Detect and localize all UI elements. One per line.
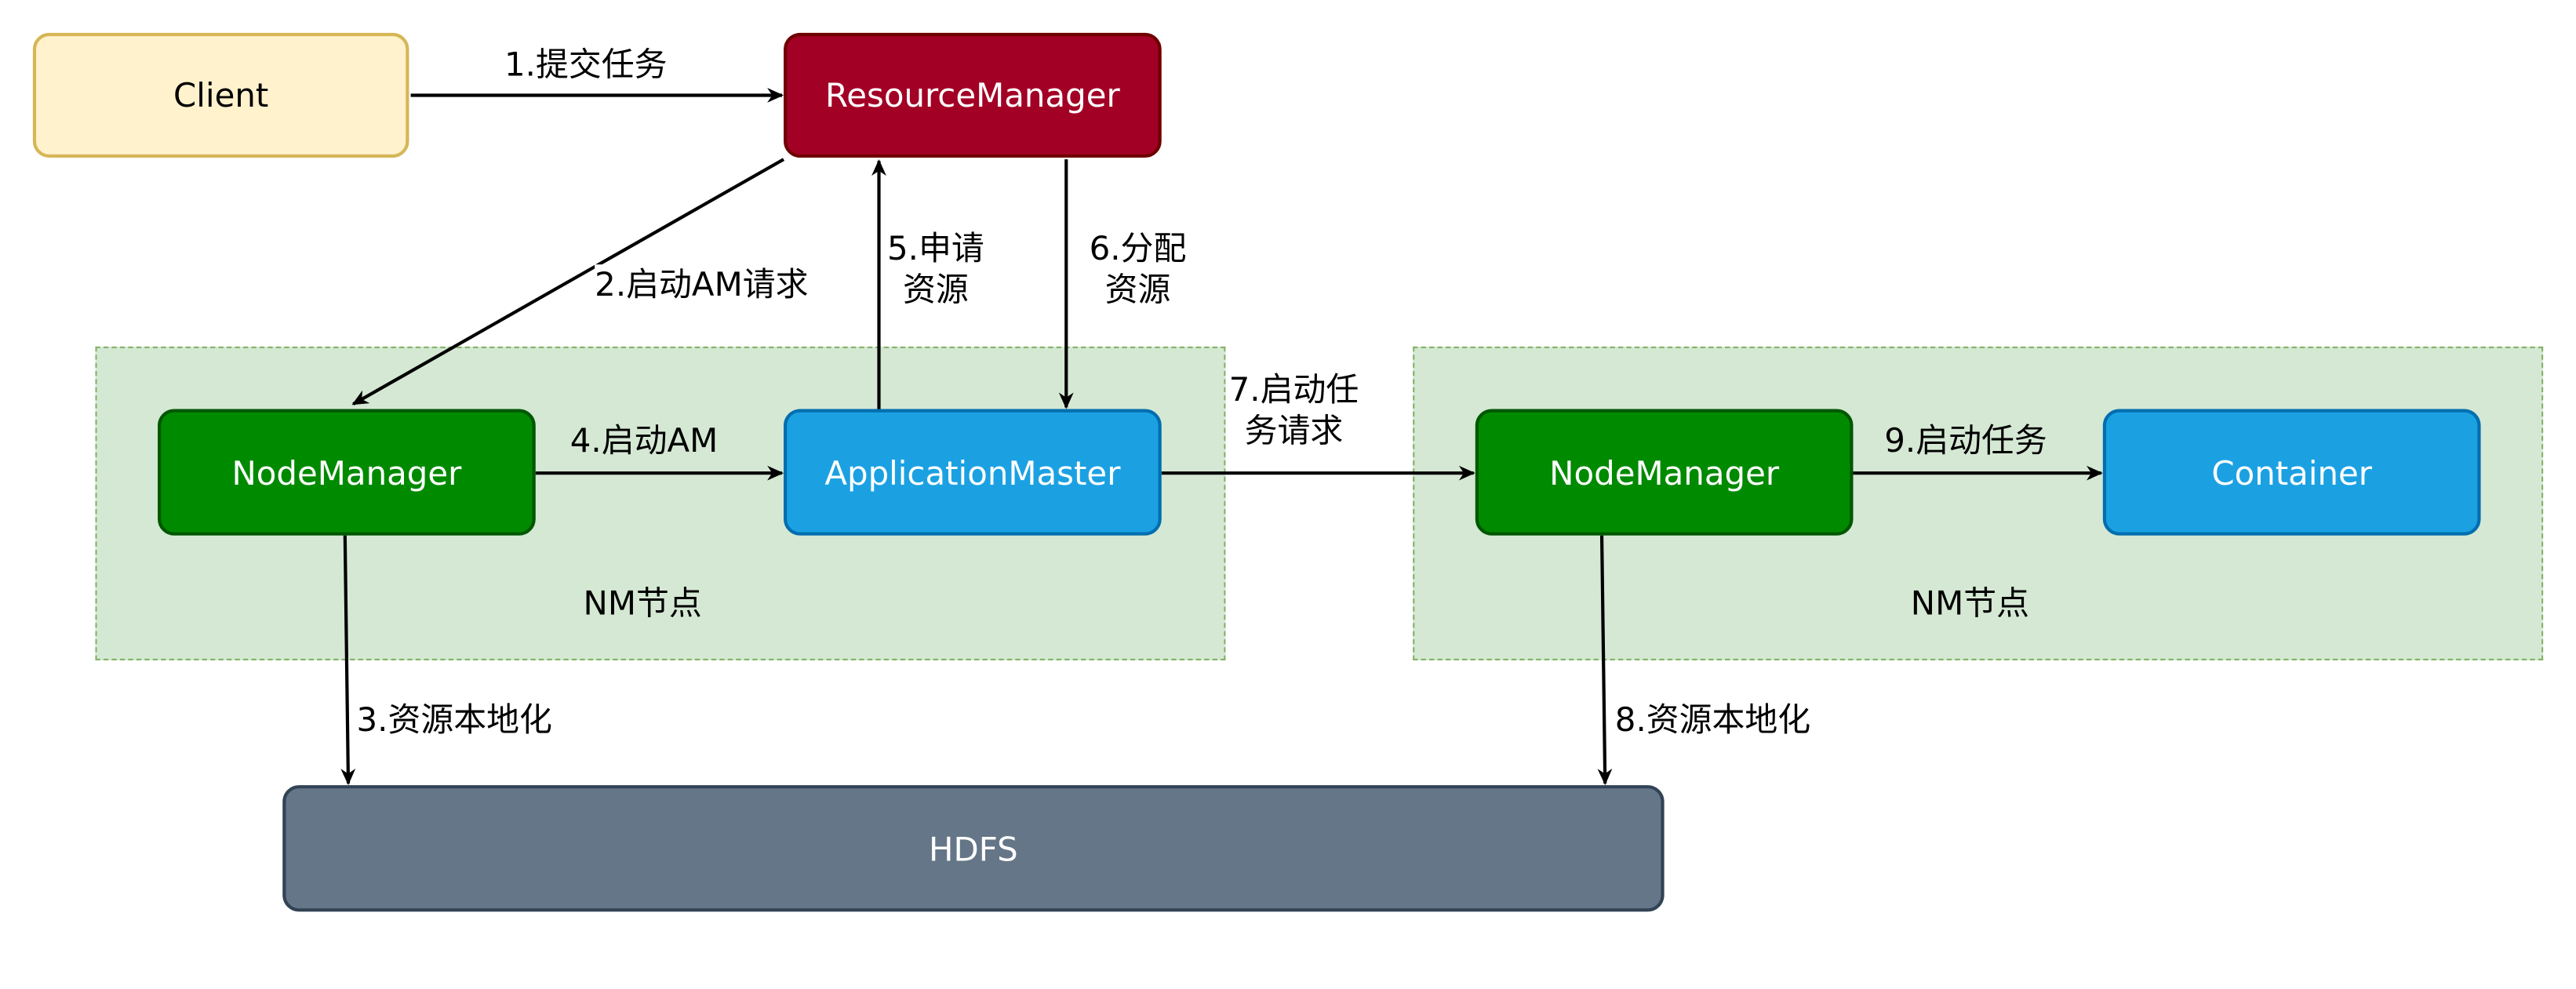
edge-label-request-resource: 5.申请 资源 bbox=[886, 228, 984, 311]
edge-label-localize-left: 3.资源本地化 bbox=[356, 700, 552, 741]
edge-label-allocate-resource: 6.分配 资源 bbox=[1089, 228, 1187, 311]
edge-localize-left bbox=[340, 535, 356, 786]
node-manager-left-node: NodeManager bbox=[158, 409, 536, 536]
edge-label-request-resource-line2: 资源 bbox=[902, 269, 969, 309]
application-master-node: ApplicationMaster bbox=[784, 409, 1162, 536]
edge-label-start-task: 9.启动任务 bbox=[1884, 420, 2047, 460]
hdfs-node: HDFS bbox=[282, 785, 1665, 912]
client-node: Client bbox=[32, 32, 409, 158]
edge-label-allocate-resource-line2: 资源 bbox=[1104, 269, 1171, 309]
edge-label-start-task-request-line1: 7.启动任 bbox=[1228, 369, 1359, 409]
edge-label-submit-task: 1.提交任务 bbox=[504, 44, 668, 85]
container-node: Container bbox=[2102, 409, 2481, 536]
edge-label-request-resource-line1: 5.申请 bbox=[886, 228, 984, 268]
edge-label-localize-right: 8.资源本地化 bbox=[1614, 700, 1811, 741]
edge-start-am-request bbox=[351, 158, 785, 406]
edge-label-start-task-request: 7.启动任 务请求 bbox=[1228, 369, 1359, 452]
edge-label-start-am-request: 2.启动AM请求 bbox=[595, 264, 809, 306]
edge-label-allocate-resource-line1: 6.分配 bbox=[1089, 228, 1187, 268]
edge-localize-right bbox=[1597, 535, 1613, 786]
nm-region-left-label: NM节点 bbox=[583, 583, 702, 623]
resource-manager-node: ResourceManager bbox=[784, 32, 1162, 158]
edge-label-start-am: 4.启动AM bbox=[569, 420, 719, 460]
nm-region-right-label: NM节点 bbox=[1910, 583, 2030, 623]
node-manager-right-node: NodeManager bbox=[1475, 409, 1854, 536]
edge-label-start-task-request-line2: 务请求 bbox=[1244, 410, 1344, 450]
